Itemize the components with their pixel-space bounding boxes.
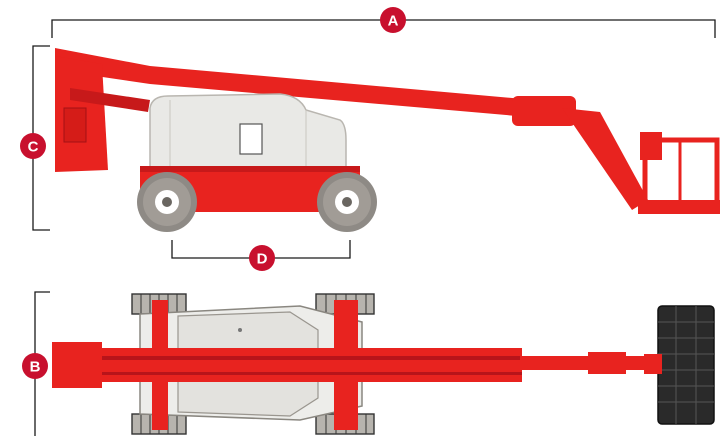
top-platform [657,305,715,425]
dimension-label-d: D [257,251,268,268]
main-boom [55,48,540,118]
rear-wheel-icon [137,172,197,232]
platform-control-box [640,132,662,160]
dimension-label-b: B [30,359,41,376]
boom-lift-top-view-icon [52,293,715,435]
dimension-badge-b: B [22,353,48,379]
dimension-badge-c: C [20,133,46,159]
dimension-line-b [34,291,50,436]
turret-panel [63,107,87,143]
jib-arm [562,108,648,210]
dimension-label-a: A [388,13,399,30]
dimension-badge-a: A [380,7,406,33]
boom-lift-side-view-icon [55,48,720,232]
platform-floor [638,200,720,214]
boom-knuckle [512,96,576,126]
front-wheel-icon [317,172,377,232]
dimension-badge-d: D [249,245,275,271]
housing-door-panel [239,123,263,155]
top-turret-end [52,342,102,388]
top-main-boom [52,348,522,382]
dimension-label-c: C [28,139,39,156]
boom-cylinder [70,88,150,112]
top-boom-extension [520,356,650,370]
